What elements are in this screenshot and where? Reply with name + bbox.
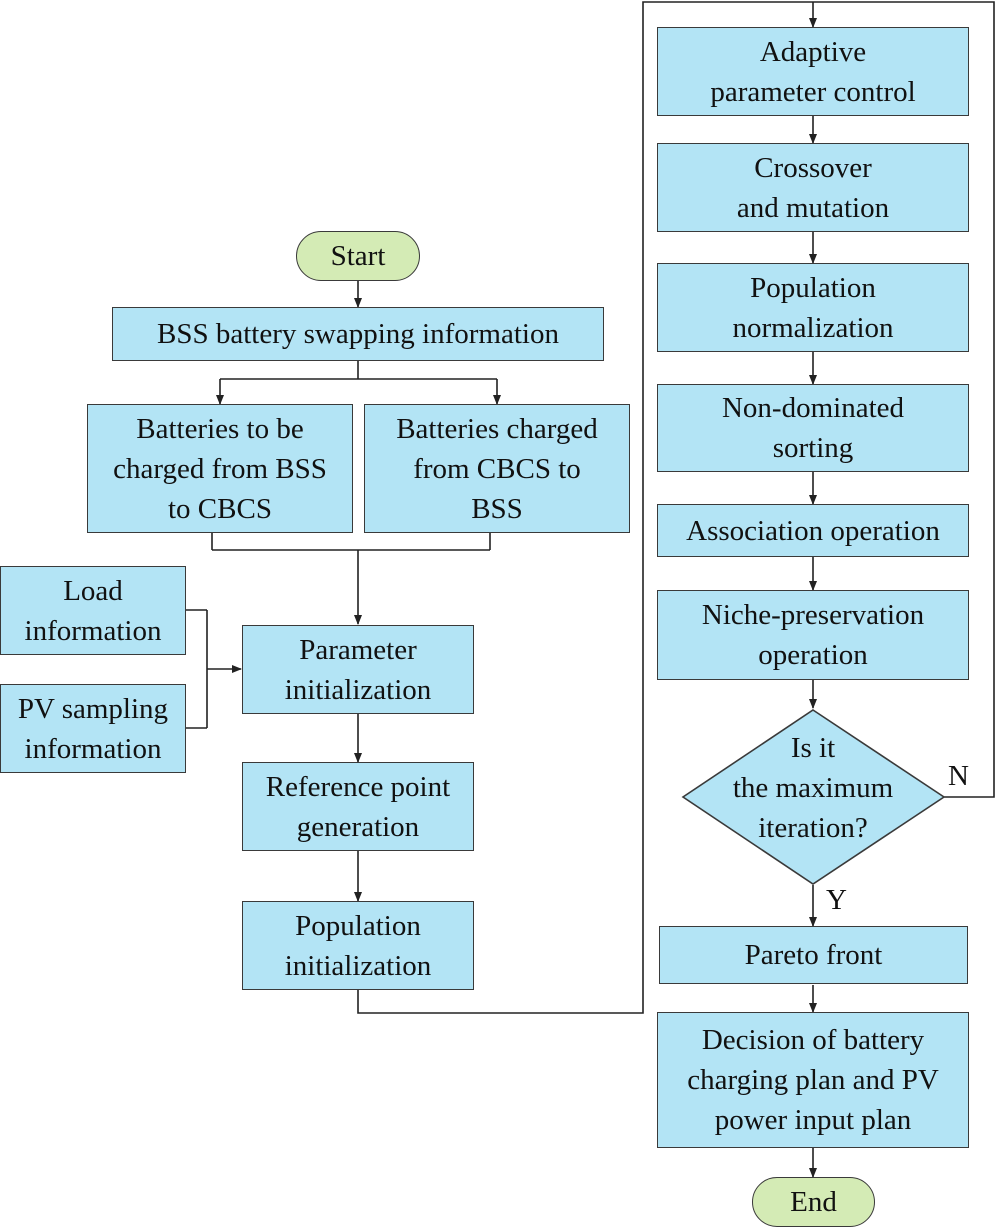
no-label: N <box>948 760 969 792</box>
assoc-box: Association operation <box>657 504 969 557</box>
from-cbcs-box: Batteries charged from CBCS to BSS <box>364 404 630 533</box>
niche-box: Niche-preservation operation <box>657 590 969 680</box>
param-init-box: Parameter initialization <box>242 625 474 714</box>
decision-diamond <box>681 709 946 885</box>
bss-info-box: BSS battery swapping information <box>112 307 604 361</box>
end-label: End <box>790 1185 837 1218</box>
nondom-box: Non-dominated sorting <box>657 384 969 472</box>
start-label: Start <box>330 239 386 272</box>
decision-box: Decision of battery charging plan and PV… <box>657 1012 969 1148</box>
edge-no-loop <box>813 1 995 798</box>
crossover-box: Crossover and mutation <box>657 143 969 232</box>
end-terminal: End <box>752 1177 875 1227</box>
adaptive-box: Adaptive parameter control <box>657 27 969 116</box>
start-terminal: Start <box>296 231 420 281</box>
pv-info-box: PV sampling information <box>0 684 186 773</box>
pop-init-box: Population initialization <box>242 901 474 990</box>
yes-label: Y <box>826 884 847 916</box>
load-info-box: Load information <box>0 566 186 655</box>
to-cbcs-box: Batteries to be charged from BSS to CBCS <box>87 404 353 533</box>
pop-norm-box: Population normalization <box>657 263 969 352</box>
max-iter-text: Is it the maximum iteration? <box>732 732 894 844</box>
ref-point-box: Reference point generation <box>242 762 474 851</box>
pareto-box: Pareto front <box>659 926 968 984</box>
edge-pop-loop <box>357 1 813 1014</box>
